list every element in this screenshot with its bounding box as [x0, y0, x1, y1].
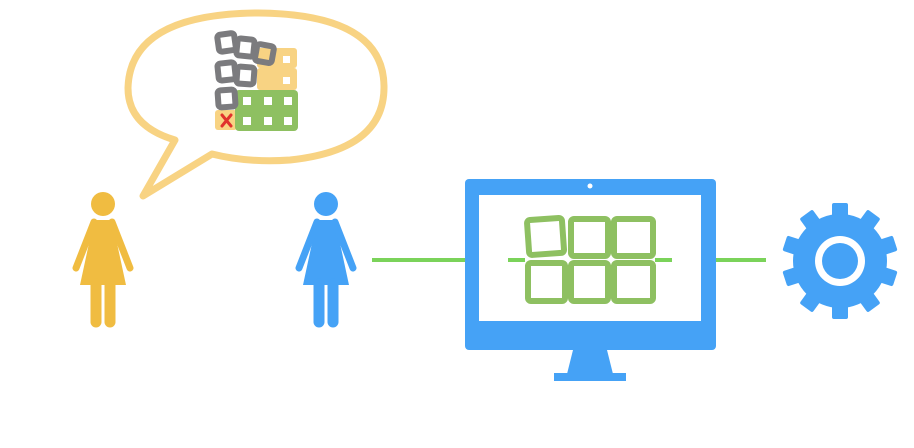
grid-gray-cells	[214, 30, 277, 111]
monitor-icon	[465, 179, 716, 381]
x-mark-icon	[220, 113, 233, 128]
messy-grid-icon	[214, 30, 298, 131]
user-woman-icon	[295, 192, 357, 328]
grid-green-cells	[235, 90, 298, 131]
gear-icon	[782, 203, 898, 319]
screen-grid-icon	[524, 214, 656, 304]
thinking-person-woman-icon	[72, 192, 134, 328]
